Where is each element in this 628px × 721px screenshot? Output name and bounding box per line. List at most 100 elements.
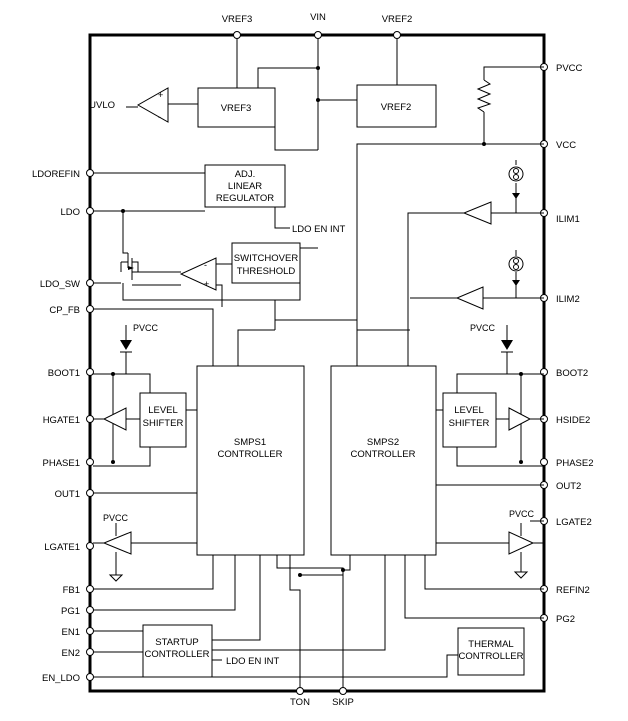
pin-label-phase1: PHASE1 [43,458,81,469]
switchover-minus-sign: - [204,260,207,270]
pin-label-pg2: PG2 [556,614,575,625]
pin-label-en-ldo: EN_LDO [42,673,80,684]
pin-pg2: PG2 [540,614,575,625]
ilim2-current-source-icon [508,250,524,286]
switchover-threshold-block [231,242,301,284]
pin-label-fb1: FB1 [63,585,80,596]
startup-controller-block [142,624,213,678]
pin-label-ton: TON [290,697,310,708]
ldo-en-int-label-2: LDO EN INT [226,656,280,667]
pin-label-uvlo: UVLO [89,100,115,111]
chip-outline [88,33,546,693]
ilim1-buffer-icon [462,201,492,225]
pin-vcc: VCC [540,140,576,151]
smps2-line-1: SMPS2 [367,437,399,448]
pin-ldorefin: LDOREFIN [32,169,94,180]
pin-out2: OUT2 [540,481,581,492]
pin-label-en2: EN2 [62,648,80,659]
pin-label-cp-fb: CP_FB [49,305,80,316]
pin-ilim2: ILIM2 [540,294,580,305]
pin-refin2: REFIN2 [540,585,590,596]
pin-label-lgate2: LGATE2 [556,517,592,528]
smps1-line-1: SMPS1 [234,437,266,448]
thermal-line-2: CONTROLLER [459,651,524,662]
switchover-plus-sign: + [204,279,209,289]
hgate1-driver-icon [102,407,127,431]
ldo-reg-line-1: ADJ. [235,169,256,180]
pvcc-right-boot-label: PVCC [470,323,496,333]
ilim2-buffer-icon [455,286,484,310]
pin-phase1: PHASE1 [43,458,94,469]
pin-label-pvcc: PVCC [556,63,583,74]
pin-label-hside2: HSIDE2 [556,415,590,426]
ilim1-current-source-icon [508,160,524,199]
lgate2-driver-icon [508,531,535,555]
switchover-comparator: - + [179,257,217,291]
pin-label-refin2: REFIN2 [556,585,590,596]
level-shifter-2-line-1: LEVEL [454,405,484,416]
pvcc-resistor-icon [476,79,492,113]
pin-label-skip: SKIP [332,697,354,708]
uvlo-comparator: + - [136,87,169,123]
ldo-en-int-label-1: LDO EN INT [292,224,346,235]
junction-dots [111,66,523,577]
level-shifter-1-line-2: SHIFTER [143,418,184,429]
hside2-driver-icon [508,407,532,431]
smps2-controller-block [330,365,437,556]
pin-hgate1: HGATE1 [43,415,94,426]
vref2-block-label: VREF2 [381,102,412,113]
lgate1-driver-icon [102,531,132,555]
ldo-reg-line-3: REGULATOR [216,193,274,204]
pin-boot2: BOOT2 [540,368,588,379]
pin-phase2: PHASE2 [540,458,594,469]
boot1-diode-icon [120,340,132,353]
pin-label-vref3: VREF3 [222,14,253,25]
pvcc-left-lgate-label: PVCC [103,513,129,523]
switchover-line-1: SWITCHOVER [234,253,299,264]
pin-boot1: BOOT1 [48,368,94,379]
pin-label-hgate1: HGATE1 [43,415,80,426]
pin-label-ldo-sw: LDO_SW [40,279,80,290]
pin-en-ldo: EN_LDO [42,673,94,684]
ldo-reg-line-2: LINEAR [228,181,262,192]
ldo-switch-mosfet-icon [120,253,139,280]
pin-label-ldorefin: LDOREFIN [32,169,80,180]
pin-label-vref2: VREF2 [382,14,413,25]
pin-hside2: HSIDE2 [540,415,590,426]
pin-label-out2: OUT2 [556,481,581,492]
level-shifter-1-block [139,392,187,448]
pin-vref2: VREF2 [382,14,413,39]
pin-label-out1: OUT1 [55,489,80,500]
pin-vref3: VREF3 [222,14,253,39]
thermal-line-1: THERMAL [468,639,513,650]
pin-label-phase2: PHASE2 [556,458,594,469]
vref2-block [356,84,437,128]
smps1-line-2: CONTROLLER [218,449,283,460]
switchover-line-2: THRESHOLD [237,266,296,277]
pin-label-vin: VIN [310,12,326,23]
pin-out1: OUT1 [55,489,94,500]
pvcc-left-boot-label: PVCC [133,323,159,333]
vref3-block-label: VREF3 [221,103,252,114]
level-shifter-1-line-1: LEVEL [148,405,178,416]
pin-label-vcc: VCC [556,140,576,151]
pin-label-ldo: LDO [60,207,80,218]
wires [93,38,544,688]
pin-ldo-sw: LDO_SW [40,279,94,290]
pin-label-ilim2: ILIM2 [556,294,580,305]
startup-line-2: CONTROLLER [145,649,210,660]
pvcc-right-lgate-label: PVCC [509,509,535,519]
pin-cp-fb: CP_FB [49,305,94,316]
pin-pvcc: PVCC [540,63,583,74]
pin-label-boot1: BOOT1 [48,368,80,379]
pin-label-lgate1: LGATE1 [44,542,80,553]
startup-line-1: STARTUP [155,637,198,648]
boot2-diode-icon [501,340,513,353]
uvlo-plus-sign: + [158,90,163,100]
pin-label-ilim1: ILIM1 [556,214,580,225]
level-shifter-2-line-2: SHIFTER [449,418,490,429]
pin-lgate2: LGATE2 [540,517,592,528]
pin-label-pg1: PG1 [61,606,80,617]
thermal-controller-block [457,627,525,676]
